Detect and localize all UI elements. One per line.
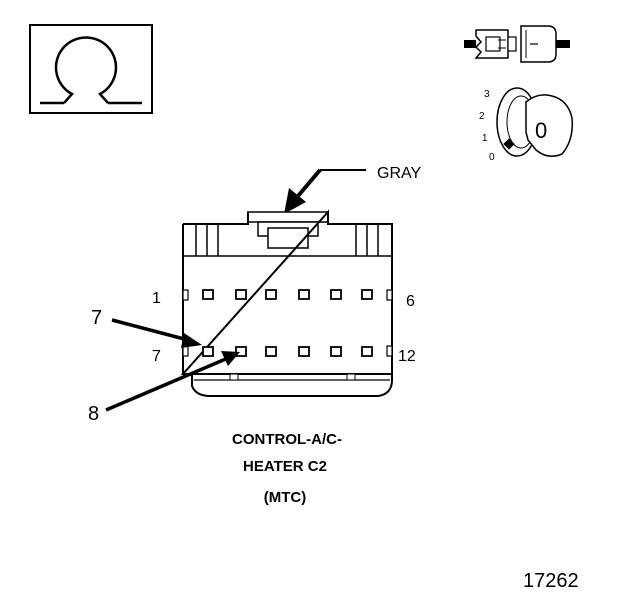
connector-body <box>180 209 393 397</box>
cavity-9 <box>265 346 277 357</box>
cavity-7 <box>202 346 214 357</box>
pin-label-12: 12 <box>398 348 416 365</box>
pin-label-7: 7 <box>152 348 161 365</box>
ignition-position-3: 3 <box>484 89 490 100</box>
caption-line-3: (MTC) <box>264 489 306 506</box>
caption-line-2: HEATER C2 <box>243 458 327 475</box>
connector-color-label: GRAY <box>377 165 421 182</box>
ignition-key-label: 0 <box>535 118 547 143</box>
callout-label-8: 8 <box>88 403 99 425</box>
cavity-5 <box>330 289 342 300</box>
ignition-position-0: 0 <box>489 152 495 163</box>
ignition-position-2: 2 <box>479 111 485 122</box>
pin-label-1: 1 <box>152 290 161 307</box>
cavity-8 <box>235 346 247 357</box>
cavity-12 <box>361 346 373 357</box>
cavity-11 <box>330 346 342 357</box>
ignition-key-icon: 3 2 1 0 0 <box>479 87 574 163</box>
callout-arrow-8 <box>105 351 240 412</box>
cavity-10 <box>298 346 310 357</box>
connector-separated-icon <box>464 25 570 63</box>
cavity-2 <box>235 289 247 300</box>
pin-label-6: 6 <box>406 293 415 310</box>
cavity-1 <box>202 289 214 300</box>
color-leader <box>284 168 366 214</box>
cavity-6 <box>361 289 373 300</box>
pin-cavities <box>202 289 373 357</box>
cavity-3 <box>265 289 277 300</box>
ignition-position-1: 1 <box>482 133 488 144</box>
caption-line-1: CONTROL-A/C- <box>232 431 342 448</box>
figure-number: 17262 <box>523 570 579 592</box>
ohmmeter-icon <box>29 24 153 114</box>
cavity-4 <box>298 289 310 300</box>
callout-label-7: 7 <box>91 307 102 329</box>
callout-arrow-7 <box>111 318 202 348</box>
